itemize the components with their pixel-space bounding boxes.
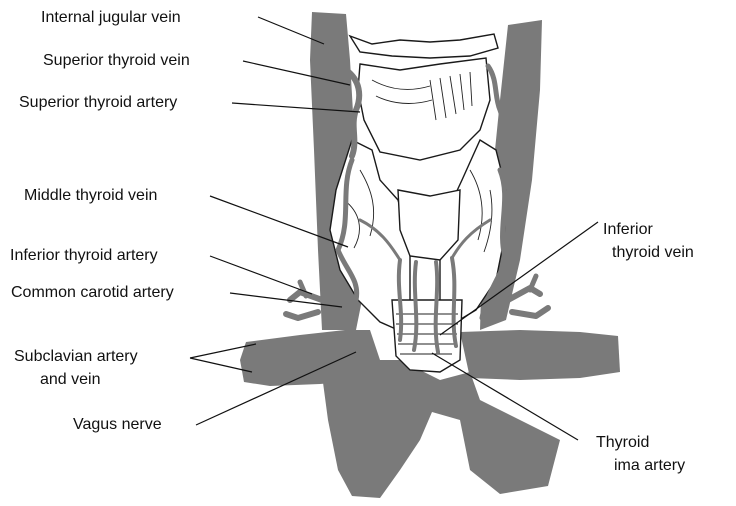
- label-vagus-nerve: Vagus nerve: [73, 415, 162, 434]
- brachiocephalic-trunk: [320, 360, 560, 498]
- label-thyroid-ima-artery-line1: Thyroid: [596, 433, 649, 452]
- label-middle-thyroid-vein: Middle thyroid vein: [24, 186, 157, 205]
- label-internal-jugular-vein: Internal jugular vein: [41, 8, 181, 27]
- hyoid-bone: [350, 34, 498, 58]
- larynx: [350, 34, 498, 160]
- label-subclavian-artery-line1: Subclavian artery: [14, 347, 138, 366]
- label-inferior-thyroid-vein-line2: thyroid vein: [612, 243, 694, 262]
- label-thyroid-ima-artery-line2: ima artery: [614, 456, 685, 475]
- leader-inferior-thyroid-artery: [210, 256, 312, 294]
- label-inferior-thyroid-vein-line1: Inferior: [603, 220, 653, 239]
- label-superior-thyroid-vein: Superior thyroid vein: [43, 51, 190, 70]
- right-subclavian-vessel: [460, 330, 620, 380]
- label-inferior-thyroid-artery: Inferior thyroid artery: [10, 246, 158, 265]
- label-superior-thyroid-artery: Superior thyroid artery: [19, 93, 177, 112]
- label-subclavian-artery-line2: and vein: [40, 370, 101, 389]
- label-common-carotid-artery: Common carotid artery: [11, 283, 174, 302]
